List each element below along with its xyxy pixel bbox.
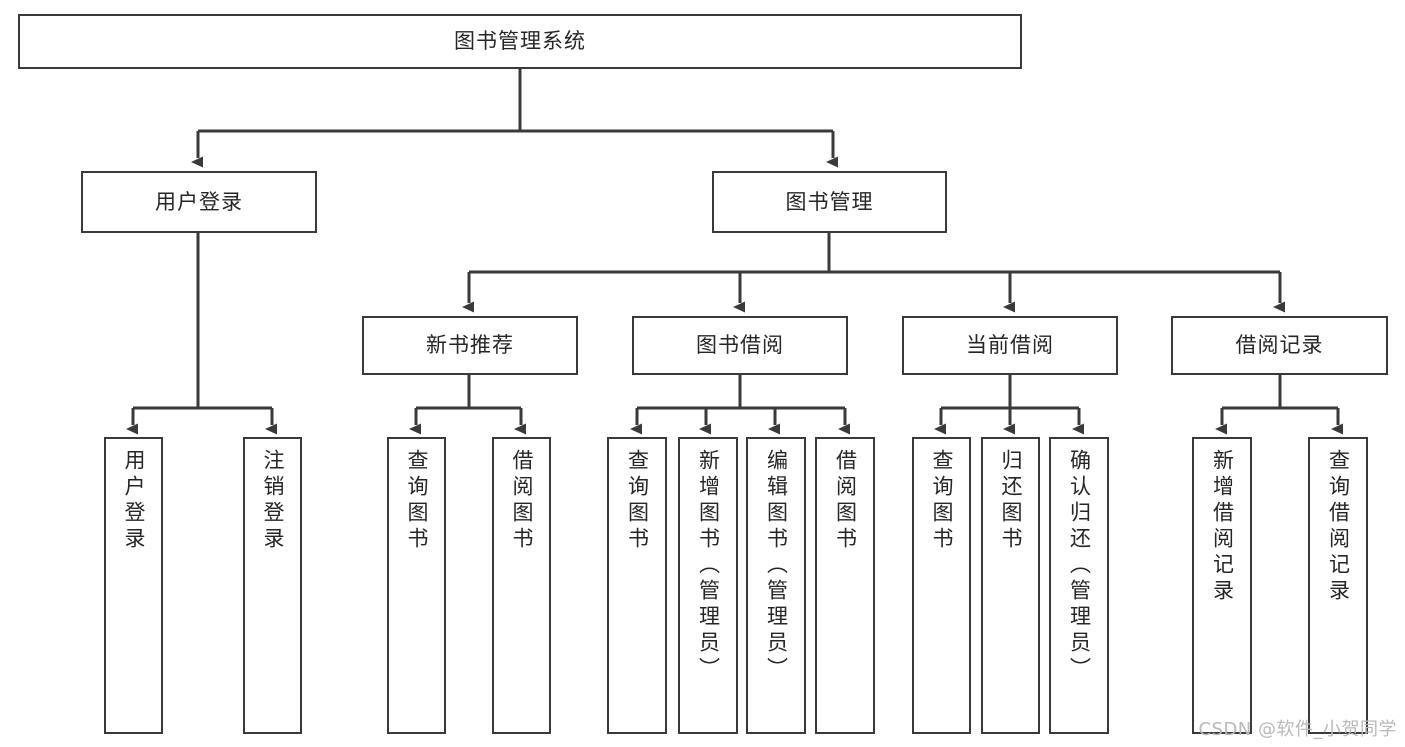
leaf-borrow-book-1[interactable]: 借阅图书 bbox=[492, 437, 551, 734]
leaf-query-book-2[interactable]: 查询图书 bbox=[607, 437, 667, 734]
leaf-query-book-3[interactable]: 查询图书 bbox=[912, 437, 971, 734]
node-book-borrow[interactable]: 图书借阅 bbox=[632, 316, 848, 375]
leaf-edit-book[interactable]: 编辑图书（管理员） bbox=[746, 437, 806, 734]
leaf-borrow-book-1-label: 借阅图书 bbox=[510, 449, 534, 553]
leaf-edit-book-label: 编辑图书（管理员） bbox=[764, 449, 789, 683]
node-borrow-record[interactable]: 借阅记录 bbox=[1171, 316, 1388, 375]
node-new-book-rec-label: 新书推荐 bbox=[426, 333, 514, 358]
leaf-add-book-label: 新增图书（管理员） bbox=[696, 449, 721, 683]
leaf-user-logout[interactable]: 注销登录 bbox=[243, 437, 302, 734]
leaf-confirm-return-label: 确认归还（管理员） bbox=[1067, 449, 1092, 683]
leaf-user-login[interactable]: 用户登录 bbox=[104, 437, 163, 734]
leaf-add-book[interactable]: 新增图书（管理员） bbox=[678, 437, 738, 734]
leaf-user-logout-label: 注销登录 bbox=[261, 449, 285, 553]
leaf-add-record[interactable]: 新增借阅记录 bbox=[1192, 437, 1252, 734]
node-book-manage-label: 图书管理 bbox=[785, 189, 874, 214]
leaf-user-login-label: 用户登录 bbox=[122, 449, 146, 553]
node-root-label: 图书管理系统 bbox=[454, 29, 586, 54]
leaf-query-book-1[interactable]: 查询图书 bbox=[387, 437, 446, 734]
watermark-text: CSDN @软件_小贺同学 bbox=[1198, 719, 1397, 740]
leaf-return-book-label: 归还图书 bbox=[999, 449, 1023, 553]
node-user-login-label: 用户登录 bbox=[155, 189, 243, 214]
leaf-query-book-3-label: 查询图书 bbox=[930, 449, 954, 553]
leaf-borrow-book-2[interactable]: 借阅图书 bbox=[815, 437, 875, 734]
leaf-query-book-2-label: 查询图书 bbox=[625, 449, 650, 553]
node-book-borrow-label: 图书借阅 bbox=[696, 333, 784, 358]
node-borrow-record-label: 借阅记录 bbox=[1235, 333, 1324, 358]
leaf-add-record-label: 新增借阅记录 bbox=[1210, 449, 1235, 605]
node-current-borrow-label: 当前借阅 bbox=[966, 333, 1054, 358]
leaf-query-book-1-label: 查询图书 bbox=[405, 449, 429, 553]
node-book-manage[interactable]: 图书管理 bbox=[712, 171, 947, 233]
leaf-borrow-book-2-label: 借阅图书 bbox=[833, 449, 858, 553]
leaf-query-record-label: 查询借阅记录 bbox=[1326, 449, 1351, 605]
node-root[interactable]: 图书管理系统 bbox=[18, 14, 1022, 69]
leaf-confirm-return[interactable]: 确认归还（管理员） bbox=[1049, 437, 1109, 734]
node-new-book-rec[interactable]: 新书推荐 bbox=[362, 316, 578, 375]
leaf-query-record[interactable]: 查询借阅记录 bbox=[1308, 437, 1368, 734]
leaf-return-book[interactable]: 归还图书 bbox=[981, 437, 1040, 734]
node-user-login[interactable]: 用户登录 bbox=[81, 171, 317, 233]
node-current-borrow[interactable]: 当前借阅 bbox=[902, 316, 1118, 375]
